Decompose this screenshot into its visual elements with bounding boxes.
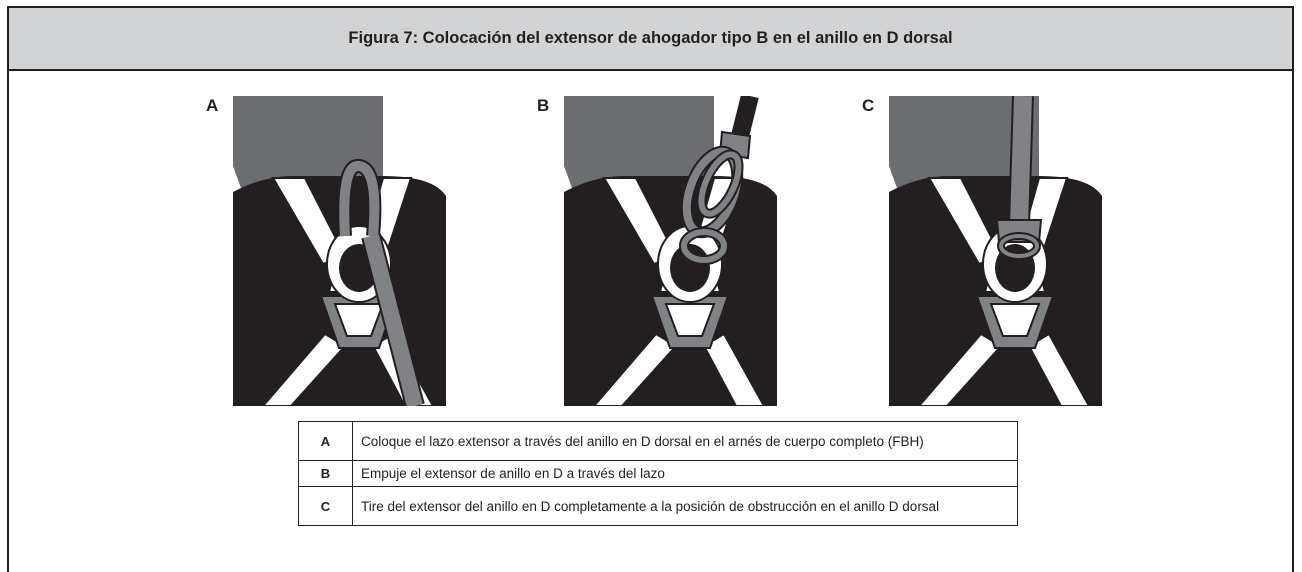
steps-table: A Coloque el lazo extensor a través del … <box>298 421 1018 526</box>
panel-letter-b: B <box>537 96 550 115</box>
step-text: Coloque el lazo extensor a través del an… <box>352 421 1018 461</box>
panel-letter-a: A <box>206 96 219 115</box>
illustration-panel-a: A <box>206 96 446 406</box>
harness-illustration-c <box>889 96 1102 406</box>
step-text: Tire del extensor del anillo en D comple… <box>352 486 1018 526</box>
step-key: B <box>298 460 353 487</box>
illustration-panel-c: C <box>862 96 1102 406</box>
table-row: A Coloque el lazo extensor a través del … <box>298 421 1018 461</box>
panel-letter-c: C <box>862 96 875 115</box>
step-key: C <box>298 486 353 526</box>
figure-title: Figura 7: Colocación del extensor de aho… <box>348 29 953 47</box>
table-row: C Tire del extensor del anillo en D comp… <box>298 486 1018 526</box>
step-text: Empuje el extensor de anillo en D a trav… <box>352 460 1018 487</box>
figure-frame: Figura 7: Colocación del extensor de aho… <box>7 6 1294 572</box>
step-key: A <box>298 421 353 461</box>
figure-header: Figura 7: Colocación del extensor de aho… <box>9 8 1292 71</box>
illustration-panel-b: B <box>537 96 777 406</box>
harness-illustration-b <box>564 96 777 406</box>
table-row: B Empuje el extensor de anillo en D a tr… <box>298 460 1018 487</box>
harness-illustration-a <box>233 96 446 406</box>
